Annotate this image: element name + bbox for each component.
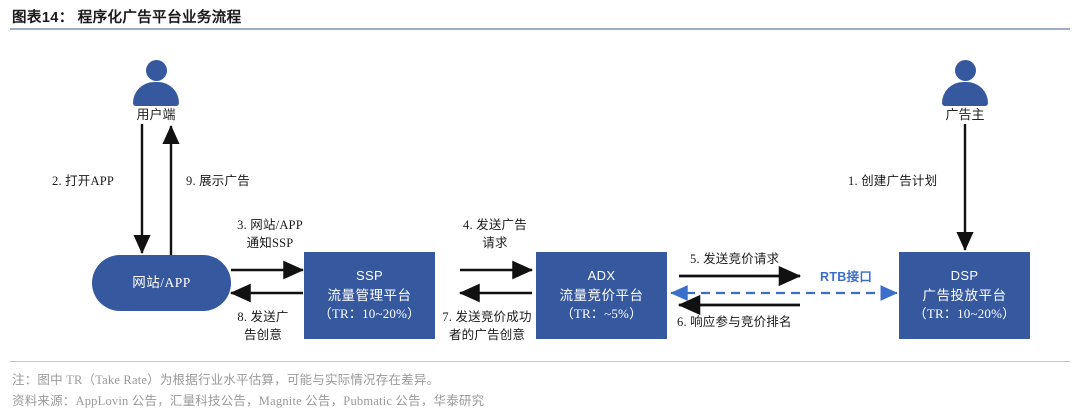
step-label-6: 6. 响应参与竞价排名: [677, 313, 792, 331]
person-body-icon: [942, 82, 988, 106]
step-label-9: 9. 展示广告: [186, 172, 250, 190]
source-text: 资料来源：AppLovin 公告，汇量科技公告，Magnite 公告，Pubma…: [12, 394, 485, 408]
footer-divider: [10, 361, 1070, 362]
person-icon-user: [128, 60, 184, 108]
exhibit-separator: ：: [58, 10, 74, 26]
step-label-1: 1. 创建广告计划: [848, 172, 937, 190]
step-label-8-line1: 8. 发送广: [237, 310, 289, 324]
step-label-4-line1: 4. 发送广告: [463, 218, 527, 232]
person-head-icon: [955, 60, 976, 81]
page-title: 图表14： 程序化广告平台业务流程: [12, 6, 242, 27]
process-box-ssp-takerate: （TR：10~20%）: [318, 306, 421, 322]
step-label-8-line2: 告创意: [243, 328, 283, 343]
rtb-interface-label: RTB接口: [820, 270, 873, 284]
process-box-site-app-title: 网站/APP: [132, 275, 191, 291]
process-box-dsp-takerate: （TR：10~20%）: [913, 306, 1016, 322]
step-label-7: 7. 发送竞价成功 者的广告创意: [433, 308, 541, 344]
step-label-7-line1: 7. 发送竞价成功: [442, 310, 532, 324]
step-label-5-line1: 5. 发送竞价请求: [690, 252, 780, 266]
step-label-7-line2: 者的广告创意: [448, 328, 526, 343]
step-label-1-line1: 1. 创建广告计划: [848, 174, 938, 188]
process-box-ssp[interactable]: SSP 流量管理平台 （TR：10~20%）: [304, 252, 435, 339]
exhibit-title-text: 程序化广告平台业务流程: [77, 10, 242, 26]
step-label-3-line2: 通知SSP: [246, 236, 294, 251]
actor-label-advertiser: 广告主: [945, 107, 985, 122]
process-box-dsp[interactable]: DSP 广告投放平台 （TR：10~20%）: [899, 252, 1030, 339]
person-body-icon: [133, 82, 179, 106]
header-divider: [10, 28, 1070, 30]
step-label-4-line2: 请求: [482, 236, 508, 251]
process-box-dsp-name: DSP: [950, 267, 979, 283]
exhibit-number: 14: [41, 10, 59, 26]
step-label-3: 3. 网站/APP 通知SSP: [222, 216, 318, 252]
step-label-4: 4. 发送广告 请求: [447, 216, 543, 252]
step-label-3-line1: 3. 网站/APP: [237, 218, 303, 232]
actor-label-user: 用户端: [136, 107, 176, 122]
process-box-ssp-name: SSP: [356, 267, 383, 283]
process-box-adx[interactable]: ADX 流量竞价平台 （TR：~5%）: [536, 252, 667, 339]
process-box-adx-takerate: （TR：~5%）: [560, 306, 643, 322]
step-label-9-line1: 9. 展示广告: [186, 174, 250, 188]
step-label-5: 5. 发送竞价请求: [690, 250, 779, 268]
process-box-site-app[interactable]: 网站/APP: [92, 255, 231, 311]
process-box-dsp-desc: 广告投放平台: [922, 287, 1007, 303]
process-box-ssp-desc: 流量管理平台: [327, 287, 412, 303]
person-head-icon: [146, 60, 167, 81]
process-box-adx-desc: 流量竞价平台: [559, 287, 644, 303]
step-label-2-line1: 2. 打开APP: [52, 174, 115, 188]
person-icon-advertiser: [937, 60, 993, 108]
step-label-8: 8. 发送广 告创意: [222, 308, 304, 344]
step-label-2: 2. 打开APP: [52, 172, 114, 190]
step-label-6-line1: 6. 响应参与竞价排名: [677, 315, 792, 329]
footnote-text: 注：图中 TR（Take Rate）为根据行业水平估算，可能与实际情况存在差异。: [12, 373, 440, 387]
process-box-adx-name: ADX: [587, 267, 616, 283]
exhibit-prefix: 图表: [12, 10, 42, 26]
